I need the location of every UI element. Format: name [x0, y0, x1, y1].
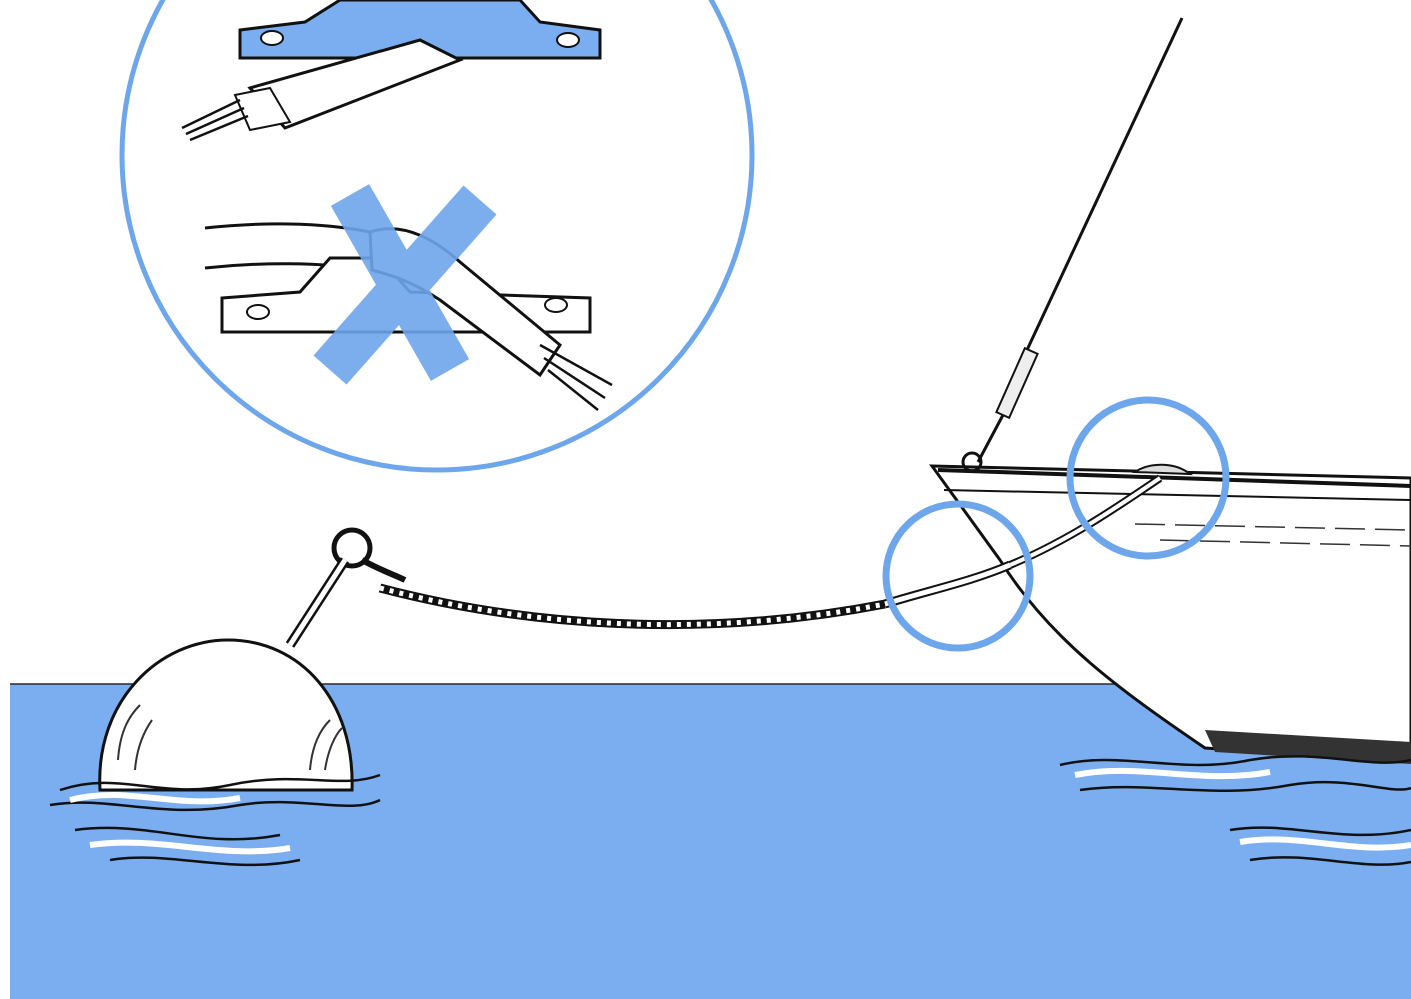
inset-circle [122, 0, 752, 470]
chock-top-bolt-right [557, 33, 579, 47]
forestay-wire [1027, 18, 1182, 350]
shackle [362, 560, 405, 580]
rope-outline [380, 588, 885, 625]
rope-chafe-guard [885, 565, 1010, 604]
bow-chock [1135, 465, 1190, 474]
turnbuckle [996, 348, 1037, 418]
chock-bottom-bolt-left [247, 305, 269, 319]
buoy-ball [100, 640, 352, 790]
chock-top-bolt-left [261, 31, 283, 45]
stem-fitting [978, 415, 1003, 462]
buoy-rod [290, 560, 345, 645]
highlight-circle-stem [886, 504, 1030, 648]
chock-bottom-bolt-right [545, 298, 567, 312]
